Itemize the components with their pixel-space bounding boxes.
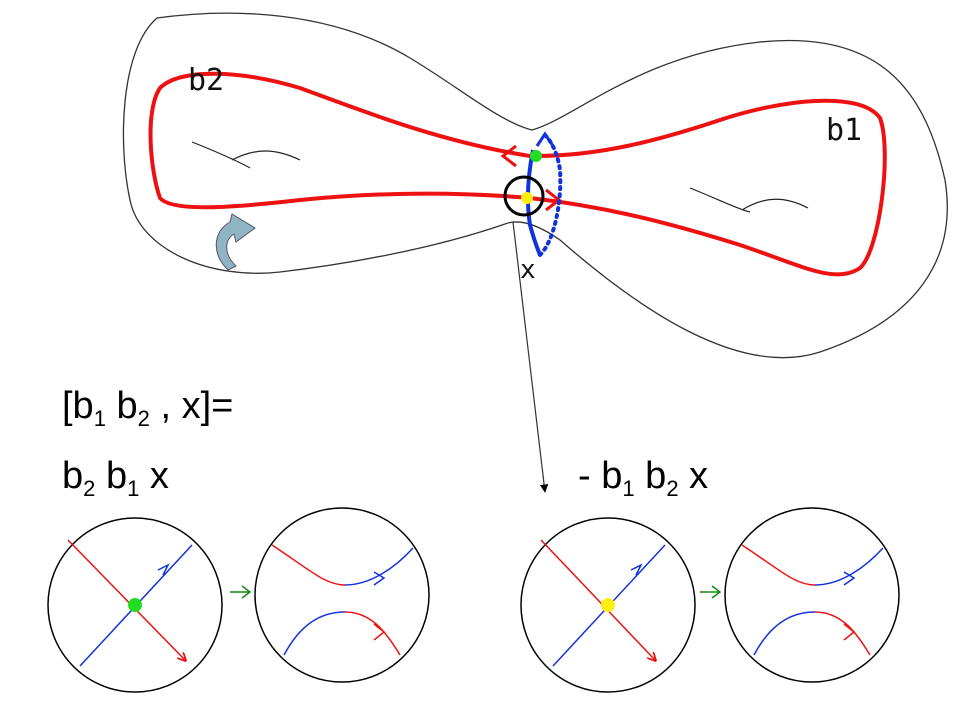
- yellow-point: [601, 598, 615, 612]
- loop-b1: [529, 98, 887, 277]
- local-resolution-left: [254, 507, 430, 683]
- zoom-pointer-line: [512, 221, 549, 493]
- loop-x-arrowhead: [535, 131, 555, 147]
- resolve-arrow-icon: [700, 585, 722, 599]
- zoom-circle: [503, 175, 545, 217]
- loop-x-solid: [525, 149, 542, 256]
- yellow-point: [521, 192, 533, 204]
- local-resolution-right: [724, 507, 900, 683]
- label-b1: b1: [826, 113, 862, 148]
- green-point: [128, 598, 142, 612]
- loop-arrowhead: [500, 144, 517, 168]
- formula-right-term: - b1 b2 x: [578, 455, 708, 501]
- formula-left-term: b2 b1 x: [62, 455, 169, 501]
- green-point: [530, 150, 542, 162]
- local-crossing-green: [47, 517, 223, 693]
- formula-commutator: [b1 b2 , x]=: [62, 385, 233, 431]
- label-x: x: [520, 255, 536, 285]
- label-b2: b2: [188, 63, 224, 98]
- local-crossing-yellow: [520, 517, 696, 693]
- left-hole: [231, 150, 301, 161]
- right-hole: [689, 187, 751, 213]
- right-hole: [741, 198, 809, 211]
- rotation-arrow-icon: [215, 213, 256, 271]
- surface-outline: [122, 12, 948, 359]
- loop-b2: [148, 71, 531, 210]
- left-hole: [191, 141, 251, 169]
- resolve-arrow-icon: [230, 585, 252, 599]
